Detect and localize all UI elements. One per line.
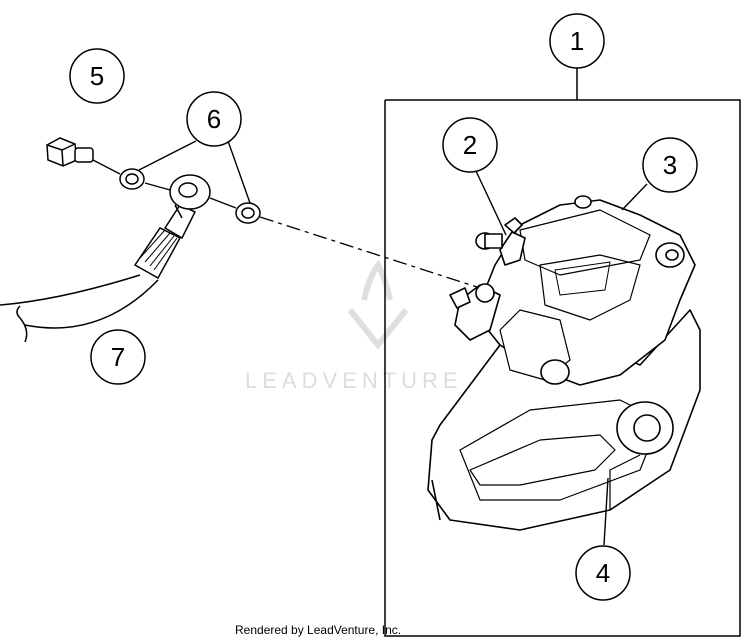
assembly-line [92, 159, 481, 289]
callout-4: 4 [575, 545, 631, 601]
callout-2: 2 [442, 117, 498, 173]
brake-hose [0, 204, 197, 343]
callout-3: 3 [642, 137, 698, 193]
render-credit: Rendered by LeadVenture, Inc. [235, 623, 402, 637]
bleeder-screw [475, 217, 526, 266]
callout-1: 1 [549, 13, 605, 69]
callout-7: 7 [90, 329, 146, 385]
callout-5: 5 [69, 48, 125, 104]
callout-5-label: 5 [90, 61, 104, 91]
callout-6-label: 6 [207, 104, 221, 134]
watermark-logo [347, 259, 409, 350]
brake-caliper [427, 195, 701, 531]
watermark-text: LEADVENTURE [245, 368, 463, 393]
sealing-washers [119, 168, 261, 224]
callout-7-label: 7 [111, 342, 125, 372]
banjo-fitting [169, 174, 211, 219]
leader-lines [138, 140, 648, 546]
callout-2-label: 2 [463, 130, 477, 160]
callout-6: 6 [186, 91, 242, 147]
watermark: LEADVENTURE [245, 259, 463, 393]
callout-4-label: 4 [596, 558, 610, 588]
callout-1-label: 1 [570, 26, 584, 56]
callout-3-label: 3 [663, 150, 677, 180]
assembly-box [384, 68, 741, 637]
banjo-bolt [46, 137, 94, 167]
